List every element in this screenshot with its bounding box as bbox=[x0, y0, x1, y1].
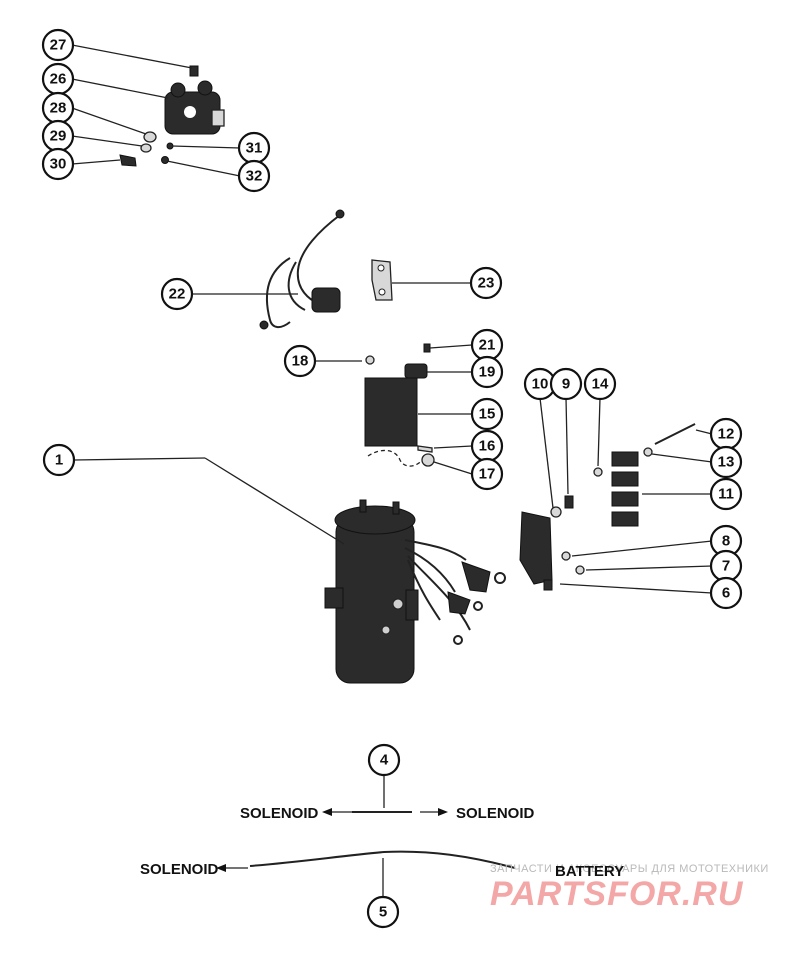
label-solenoid-top-left: SOLENOID bbox=[240, 805, 319, 822]
brush-set bbox=[611, 423, 696, 527]
solenoid-assembly-top bbox=[164, 65, 225, 135]
callout-32: 32 bbox=[237, 159, 271, 193]
svg-text:29: 29 bbox=[50, 128, 67, 145]
callout-7: 7 bbox=[709, 549, 743, 583]
callout-29: 29 bbox=[41, 119, 75, 153]
callout-10: 10 bbox=[523, 367, 557, 401]
callout-19: 19 bbox=[470, 355, 504, 389]
callout-27: 27 bbox=[41, 28, 75, 62]
mounting-plate bbox=[364, 343, 435, 467]
svg-text:22: 22 bbox=[169, 286, 186, 303]
svg-text:13: 13 bbox=[718, 454, 735, 471]
small-parts-top bbox=[119, 131, 174, 167]
svg-text:10: 10 bbox=[532, 376, 549, 393]
svg-text:19: 19 bbox=[479, 364, 496, 381]
callout-17: 17 bbox=[470, 457, 504, 491]
watermark-tagline: ЗАПЧАСТИ И АКСЕССУАРЫ ДЛЯ МОТОТЕХНИКИ bbox=[490, 863, 769, 875]
callout-11: 11 bbox=[709, 477, 743, 511]
svg-text:1: 1 bbox=[55, 452, 63, 469]
callout-31: 31 bbox=[237, 131, 271, 165]
svg-text:28: 28 bbox=[50, 100, 67, 117]
watermark-brand: PARTSFOR.RU bbox=[490, 875, 744, 913]
svg-text:26: 26 bbox=[50, 71, 67, 88]
label-solenoid-top-right: SOLENOID bbox=[456, 805, 535, 822]
cable-5 bbox=[216, 850, 516, 898]
brush-holder bbox=[519, 467, 603, 591]
cable-4 bbox=[322, 775, 448, 816]
starter-motor bbox=[324, 499, 506, 684]
svg-text:31: 31 bbox=[246, 140, 263, 157]
svg-text:23: 23 bbox=[478, 275, 495, 292]
svg-text:4: 4 bbox=[380, 752, 389, 769]
callout-15: 15 bbox=[470, 397, 504, 431]
wire-harness bbox=[259, 209, 345, 330]
callout-26: 26 bbox=[41, 62, 75, 96]
callout-22: 22 bbox=[160, 277, 194, 311]
svg-text:14: 14 bbox=[592, 376, 609, 393]
svg-text:32: 32 bbox=[246, 168, 263, 185]
svg-text:6: 6 bbox=[722, 585, 730, 602]
callout-1: 1 bbox=[42, 443, 76, 477]
svg-text:30: 30 bbox=[50, 156, 67, 173]
svg-text:27: 27 bbox=[50, 37, 67, 54]
svg-text:5: 5 bbox=[379, 904, 387, 921]
callout-14: 14 bbox=[583, 367, 617, 401]
callout-23: 23 bbox=[469, 266, 503, 300]
callout-13: 13 bbox=[709, 445, 743, 479]
svg-text:9: 9 bbox=[562, 376, 570, 393]
label-solenoid-bottom: SOLENOID bbox=[140, 861, 219, 878]
svg-text:12: 12 bbox=[718, 426, 735, 443]
svg-text:8: 8 bbox=[722, 533, 730, 550]
callout-6: 6 bbox=[709, 576, 743, 610]
svg-text:15: 15 bbox=[479, 406, 496, 423]
callout-21: 21 bbox=[470, 328, 504, 362]
callout-4: 4 bbox=[367, 743, 401, 777]
svg-text:7: 7 bbox=[722, 558, 730, 575]
mounting-bracket bbox=[371, 259, 393, 301]
callout-9: 9 bbox=[549, 367, 583, 401]
callout-12: 12 bbox=[709, 417, 743, 451]
callout-5: 5 bbox=[366, 895, 400, 929]
callout-16: 16 bbox=[470, 429, 504, 463]
label-battery: BATTERY bbox=[555, 863, 624, 880]
callout-18: 18 bbox=[283, 344, 317, 378]
svg-text:21: 21 bbox=[479, 337, 496, 354]
svg-text:17: 17 bbox=[479, 466, 496, 483]
callout-30: 30 bbox=[41, 147, 75, 181]
svg-text:16: 16 bbox=[479, 438, 496, 455]
svg-text:18: 18 bbox=[292, 353, 309, 370]
svg-text:11: 11 bbox=[718, 486, 734, 503]
callout-28: 28 bbox=[41, 91, 75, 125]
